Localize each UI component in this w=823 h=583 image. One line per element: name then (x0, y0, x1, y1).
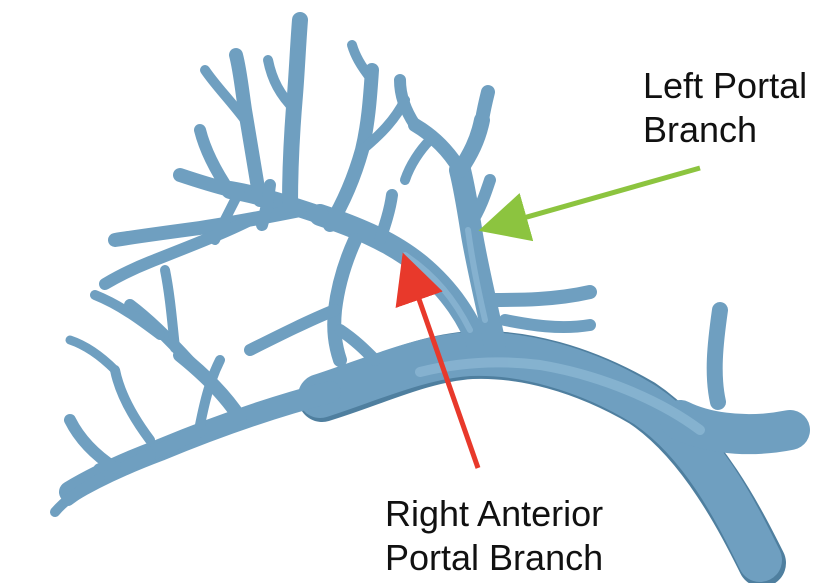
left-portal-label-line2: Branch (643, 108, 807, 152)
right-anterior-portal-branch-label: Right Anterior Portal Branch (385, 492, 603, 580)
right-anterior-label-line2: Portal Branch (385, 536, 603, 580)
left-portal-label-line1: Left Portal (643, 64, 807, 108)
right-upper-stub (715, 310, 720, 402)
left-portal-branch-label: Left Portal Branch (643, 64, 807, 152)
arrow-left-down-icon (488, 168, 700, 228)
right-anterior-label-line1: Right Anterior (385, 492, 603, 536)
